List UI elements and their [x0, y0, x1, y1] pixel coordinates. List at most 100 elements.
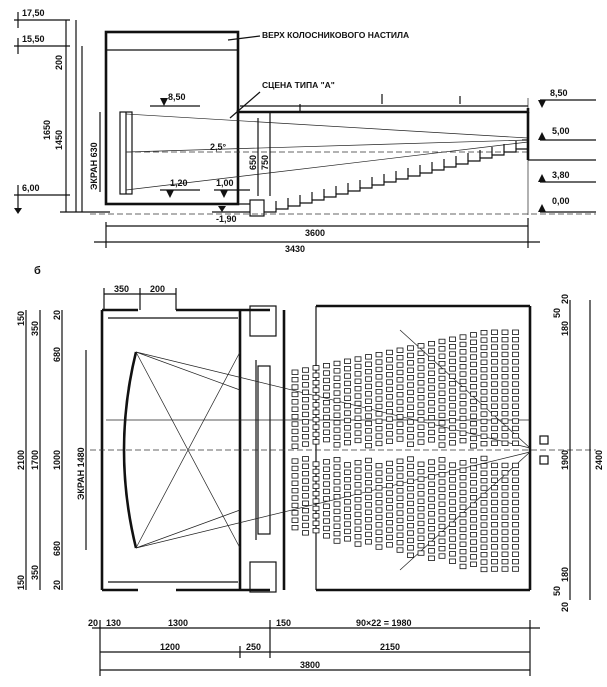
seat: [449, 388, 456, 394]
seat: [501, 329, 509, 335]
seat: [302, 404, 309, 410]
seat: [459, 341, 467, 348]
seat: [312, 379, 320, 386]
seat: [396, 525, 404, 531]
seat: [344, 425, 351, 431]
seat: [501, 396, 509, 402]
seat: [470, 457, 477, 464]
seat: [480, 566, 488, 573]
seat: [512, 559, 519, 565]
seat: [375, 351, 383, 358]
seat: [333, 538, 341, 544]
seat: [365, 494, 372, 501]
seat: [386, 416, 393, 422]
seat: [291, 495, 299, 501]
seat: [449, 417, 456, 424]
seat: [323, 510, 330, 517]
seat: [428, 363, 435, 369]
seat: [512, 329, 519, 335]
seat: [302, 530, 309, 536]
seat: [396, 391, 404, 398]
seat: [407, 389, 414, 396]
seat: [365, 354, 372, 360]
seat: [375, 359, 383, 365]
seat: [344, 388, 351, 394]
dim-3600: 3600: [305, 228, 325, 238]
seat: [459, 467, 467, 473]
seat: [491, 529, 498, 535]
seat: [470, 383, 477, 390]
seat: [480, 352, 488, 358]
seat: [386, 357, 393, 363]
seat: [396, 377, 404, 383]
seat: [333, 382, 341, 389]
seat: [512, 440, 519, 446]
seat: [459, 363, 467, 370]
seat: [491, 344, 498, 350]
seat: [323, 473, 330, 480]
seat: [491, 373, 498, 380]
seat: [407, 463, 414, 470]
seat: [333, 360, 341, 367]
seat: [512, 499, 519, 506]
seat: [291, 413, 299, 420]
seat: [470, 472, 477, 479]
seat: [459, 512, 467, 518]
seat: [491, 440, 498, 446]
seat: [480, 329, 488, 336]
seat: [449, 395, 456, 402]
seat: [323, 429, 330, 435]
seat: [512, 388, 519, 395]
seat: [396, 428, 404, 435]
seat: [323, 370, 330, 376]
seat: [459, 378, 467, 385]
seat: [396, 473, 404, 479]
seat: [365, 517, 372, 523]
seat: [323, 496, 330, 502]
seat: [396, 362, 404, 368]
seat: [449, 514, 456, 520]
seat: [344, 506, 351, 512]
seat: [407, 478, 414, 484]
seat: [302, 441, 309, 447]
seat: [386, 438, 393, 444]
seat: [291, 436, 299, 442]
seat: [480, 463, 488, 469]
seat: [449, 506, 456, 513]
seat: [449, 358, 456, 365]
seat: [480, 418, 488, 425]
seat: [375, 507, 383, 513]
seat: [375, 544, 383, 550]
seat: [480, 411, 488, 417]
seat: [480, 544, 488, 550]
seat: [312, 461, 320, 467]
seat: [459, 430, 467, 436]
seat: [407, 352, 414, 359]
seat: [407, 382, 414, 388]
level-right-0-00: 0,00: [552, 196, 570, 206]
seat: [396, 480, 404, 487]
seat: [480, 374, 488, 380]
seat: [291, 399, 299, 405]
seat: [480, 366, 488, 373]
seat: [375, 433, 383, 439]
seat: [459, 349, 467, 355]
seat: [375, 485, 383, 491]
seat-rows: [275, 138, 529, 209]
seat: [428, 555, 435, 561]
seat: [459, 534, 467, 540]
seat: [323, 422, 330, 428]
seat: [470, 502, 477, 508]
seat: [438, 434, 446, 441]
seat: [470, 494, 477, 501]
seat: [501, 403, 509, 409]
seat: [354, 467, 362, 473]
seat: [449, 432, 456, 439]
seat: [365, 524, 372, 530]
seat: [365, 457, 372, 464]
seat: [344, 514, 351, 520]
plan-view: б 350 200: [16, 265, 604, 676]
seat: [323, 459, 330, 465]
seat: [491, 381, 498, 387]
